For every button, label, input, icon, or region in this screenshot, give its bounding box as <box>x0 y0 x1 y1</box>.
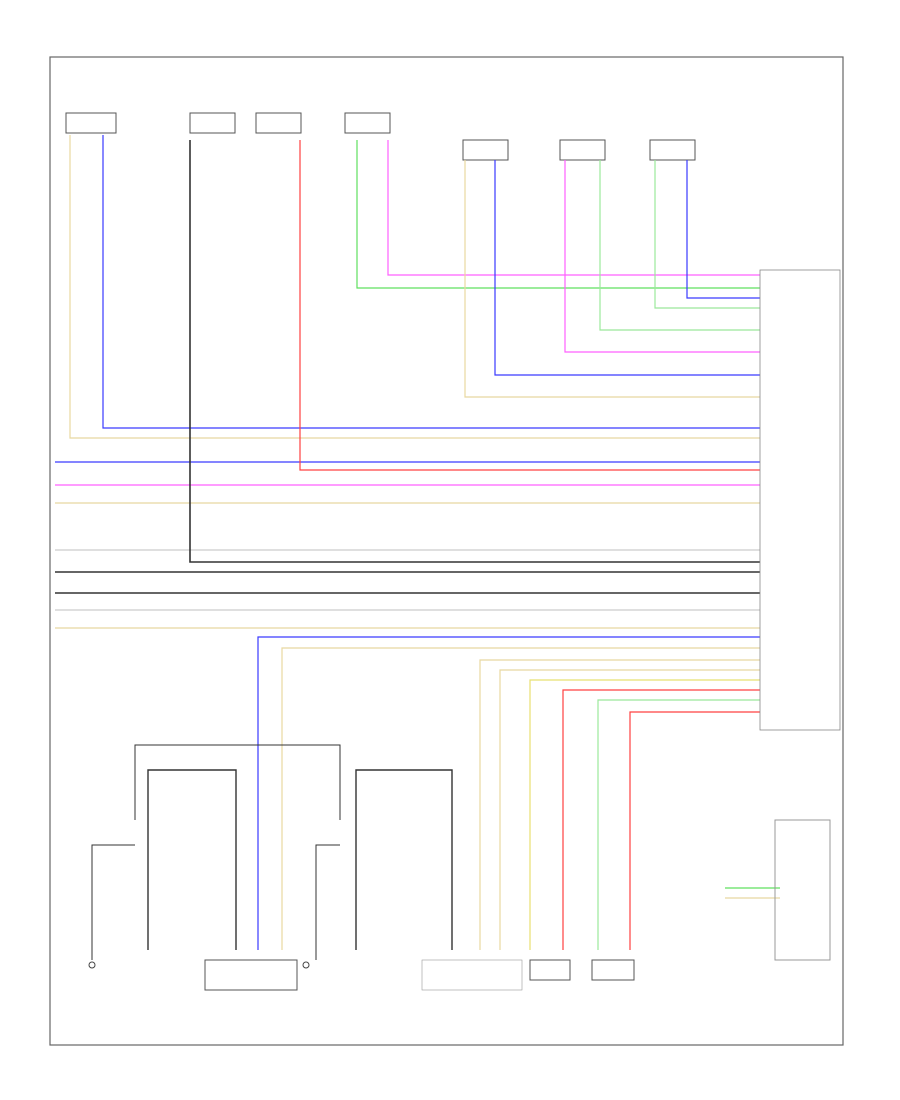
wire-tan-mid <box>464 160 760 398</box>
component-front-sensor-right <box>649 139 696 161</box>
wire-blue-left <box>102 135 760 429</box>
airbag-control-module <box>759 269 841 731</box>
wire-green-top <box>356 140 760 289</box>
wire-yellow-left <box>69 135 760 439</box>
wire-black-1 <box>189 140 760 563</box>
wire-ground-left <box>91 844 135 960</box>
wire-red-1 <box>299 140 760 471</box>
component-occupant-indicator <box>774 819 831 961</box>
wire-blue-top <box>686 160 760 299</box>
wire-blue-bottom <box>257 636 760 950</box>
component-left-seat-sensor <box>529 959 571 981</box>
ground-icon <box>302 961 310 969</box>
wire-lightgreen-bottom <box>597 699 760 950</box>
component-front-passenger-sensor <box>65 112 117 134</box>
component-driver-side-sensor-1 <box>189 112 236 134</box>
ground-symbols <box>88 961 310 969</box>
wire-tan-bottom-2 <box>479 659 760 950</box>
component-right-seat-sensor <box>591 959 635 981</box>
wire-pink-mid <box>564 160 760 353</box>
wire-green-top-2 <box>654 160 760 309</box>
component-driver-airbag-module <box>204 959 298 991</box>
wire-yellow-bottom <box>529 679 760 950</box>
wire-bracket-mid-right <box>355 769 453 950</box>
wire-lightgreen-mid <box>599 160 760 331</box>
wire-blue-mid <box>494 160 760 376</box>
component-rear-sensor <box>559 139 606 161</box>
wire-bracket-mid-left <box>147 769 237 950</box>
component-passenger-occupancy-sensor <box>462 139 509 161</box>
wire-tan-bottom-3 <box>499 669 760 950</box>
wires <box>55 135 780 960</box>
wire-red-bottom <box>562 689 760 950</box>
component-passenger-airbag-module <box>421 959 523 991</box>
wire-tan-bottom <box>281 647 760 950</box>
ground-icon <box>88 961 96 969</box>
bottom-components <box>204 819 831 991</box>
diagram-frame <box>49 56 844 1046</box>
top-components <box>65 112 696 161</box>
component-driver-side-sensor-2 <box>255 112 302 134</box>
wire-red-bottom-2 <box>629 711 760 950</box>
wire-ground-right <box>315 844 340 960</box>
wire-violet-top <box>387 140 760 276</box>
wire-bracket-left <box>134 744 341 820</box>
component-seat-belt-sensor <box>344 112 391 134</box>
